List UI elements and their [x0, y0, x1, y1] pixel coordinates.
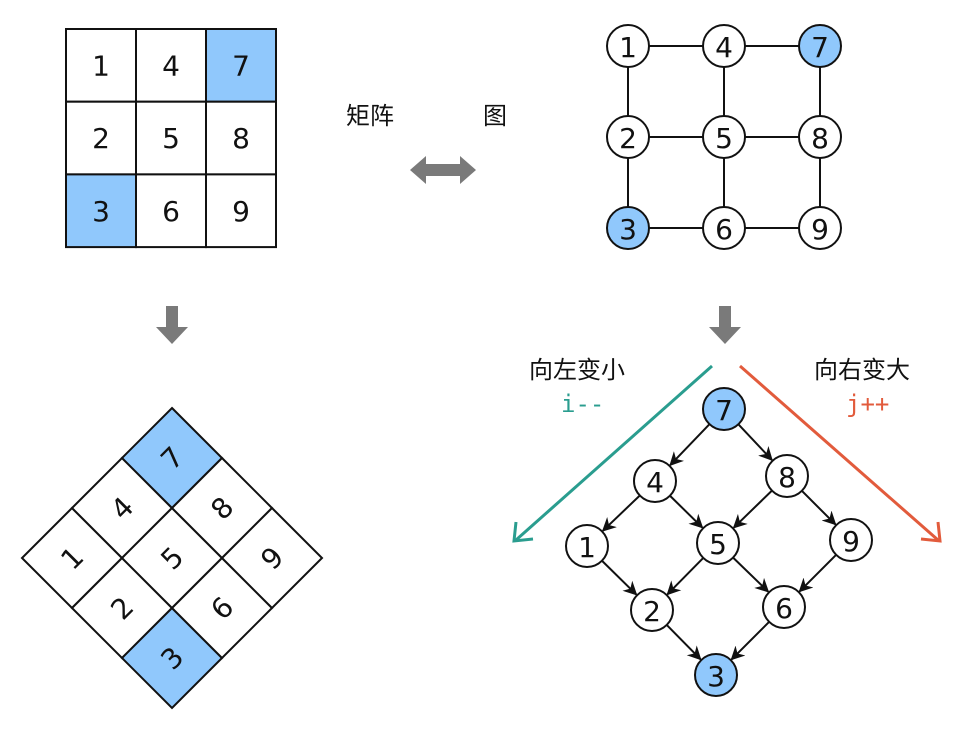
matrix-label: 矩阵: [346, 102, 394, 130]
dag-node-label: 7: [715, 394, 733, 427]
dag-edge: [666, 624, 702, 661]
dag-edge: [669, 495, 704, 529]
matrix-cell: 9: [205, 173, 277, 249]
down-arrow-icon: [156, 306, 188, 344]
matrix-cell-value: 1: [92, 49, 110, 82]
matrix-cell-value: 5: [162, 122, 180, 155]
matrix-cell-value: 3: [92, 195, 110, 228]
right-direction-label: 向右变大: [814, 356, 910, 384]
matrix-cell: 2: [65, 100, 137, 176]
dag-node: 2: [630, 588, 674, 632]
dag-node: 4: [633, 459, 677, 503]
dag-edge: [732, 556, 770, 593]
grid-graph-node-label: 6: [715, 213, 733, 246]
down-arrow-icon: [709, 306, 741, 344]
dag-node-label: 2: [643, 595, 661, 628]
dag-edges: [601, 423, 837, 661]
grid-graph-node: 1: [606, 24, 650, 68]
grid-graph-node-label: 7: [811, 31, 829, 64]
matrix-cell: 4: [135, 28, 207, 103]
matrix-cell-value: 7: [232, 49, 250, 82]
matrix-cell: 6: [135, 173, 207, 249]
dag-node-label: 8: [778, 461, 796, 494]
grid-graph-node-label: 4: [715, 31, 733, 64]
grid-graph-node-label: 2: [619, 122, 637, 155]
grid-graph-node-label: 8: [811, 122, 829, 155]
dag-node: 6: [762, 585, 806, 629]
matrix-cell: 5: [135, 100, 207, 176]
dag-node-label: 4: [646, 466, 664, 499]
matrix-cell-value: 9: [232, 195, 250, 228]
dag-edge: [669, 423, 711, 467]
rotated-matrix-cell: 9: [220, 506, 324, 610]
grid-graph-edges: [627, 45, 821, 229]
dag-node-label: 5: [709, 528, 727, 561]
grid-graph-node-label: 3: [619, 213, 637, 246]
left-decrease-arrow-icon: [512, 364, 713, 543]
right-code-label: j++: [846, 390, 889, 418]
dag-node-label: 1: [578, 531, 596, 564]
dag-edge: [801, 490, 837, 526]
grid-graph-node: 3: [606, 206, 650, 250]
dag-node: 3: [694, 653, 738, 697]
grid-graph-node: 5: [702, 115, 746, 159]
left-right-arrow-icon: [410, 156, 476, 184]
dag-edge: [730, 621, 770, 661]
dag-node: 8: [765, 454, 809, 498]
grid-graph-node-label: 9: [811, 213, 829, 246]
graph-label: 图: [483, 102, 507, 130]
grid-graph-node: 9: [798, 206, 842, 250]
dag-node-label: 6: [775, 592, 793, 625]
grid-graph-node: 2: [606, 115, 650, 159]
dag-node: 7: [702, 387, 746, 431]
matrix-cell-value: 2: [92, 122, 110, 155]
dag-edge: [798, 554, 837, 593]
dag-edge: [601, 560, 638, 596]
dag-edge: [601, 494, 641, 532]
matrix-cell: 8: [205, 100, 277, 176]
left-code-label: i--: [561, 390, 604, 418]
dag-node: 5: [696, 521, 740, 565]
matrix-cell-value: 6: [162, 195, 180, 228]
grid-graph-node: 8: [798, 115, 842, 159]
dag-edge: [666, 557, 704, 596]
matrix-cell-value: 8: [232, 122, 250, 155]
matrix-cell: 7: [205, 28, 277, 103]
grid-graph-node-label: 1: [619, 31, 637, 64]
search-dag: 7 4 8 1 5 9 2 6 3: [565, 387, 873, 697]
left-direction-label: 向左变小: [529, 356, 625, 384]
grid-graph-node: 7: [798, 24, 842, 68]
grid-graph-node: 6: [702, 206, 746, 250]
grid-graph: 1 4 7 2 5 8 3 6 9: [606, 24, 842, 250]
dag-node: 1: [565, 524, 609, 568]
dag-node-label: 3: [707, 660, 725, 693]
matrix-cell: 1: [65, 28, 137, 103]
matrix-grid: 1 4 7 2 5 8 3 6 9: [65, 28, 277, 249]
grid-graph-node-label: 5: [715, 122, 733, 155]
dag-node-label: 9: [842, 525, 860, 558]
dag-edge: [732, 489, 773, 529]
dag-edge: [737, 423, 773, 461]
matrix-cell: 3: [65, 173, 137, 249]
grid-graph-node: 4: [702, 24, 746, 68]
right-increase-arrow-icon: [739, 364, 942, 543]
matrix-cell-value: 4: [162, 49, 180, 82]
dag-node: 9: [829, 518, 873, 562]
